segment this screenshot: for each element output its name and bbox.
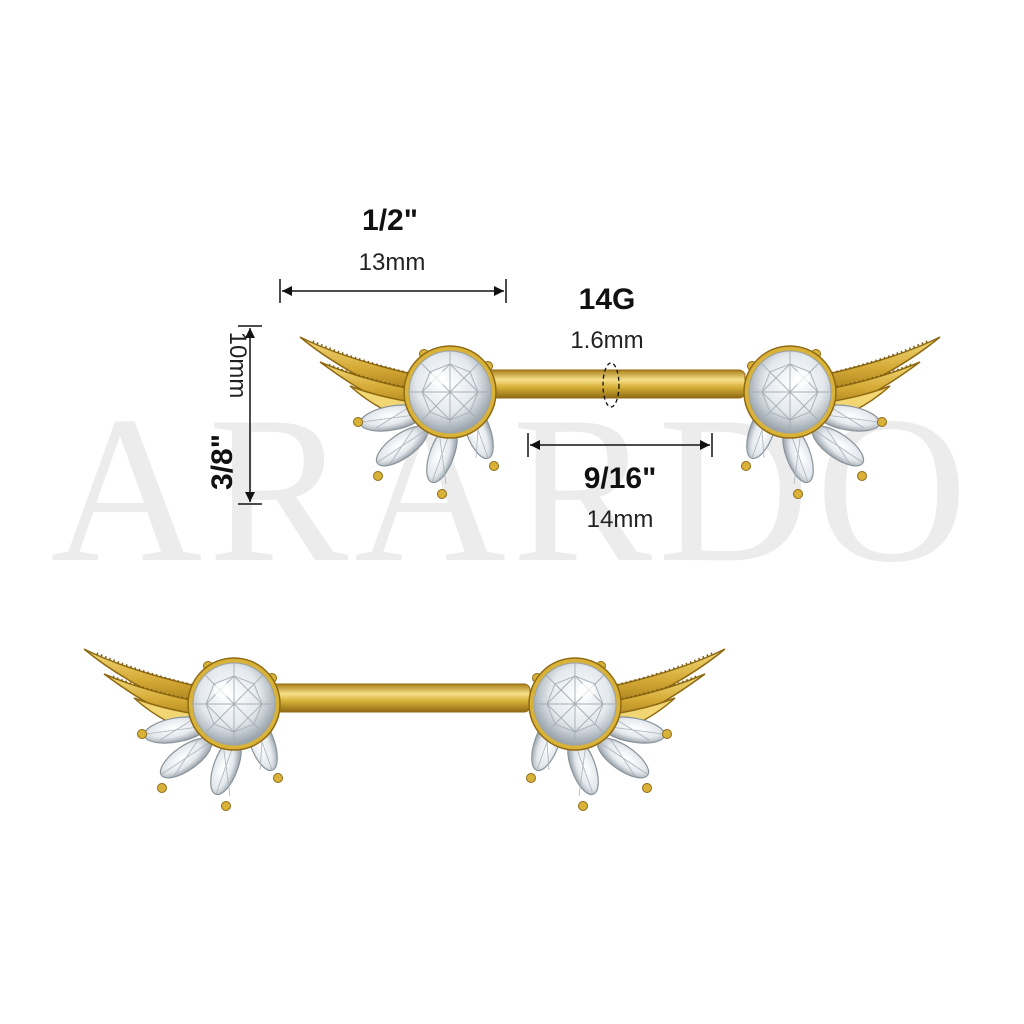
dimension-bar-length: 9/16" 14mm [527,433,713,533]
dimension-gauge: 14G 1.6mm [570,283,644,408]
bar-length-metric-label: 14mm [587,506,654,533]
length-imperial-label: 1/2" [362,204,418,237]
wing-bottom-right [524,648,726,812]
length-metric-label: 13mm [359,249,426,276]
gauge-metric-label: 1.6mm [570,327,643,354]
height-metric-label: 10mm [224,332,251,399]
wing-bottom-left [83,648,285,812]
barbell-top [299,336,941,500]
barbell-bottom [83,648,726,812]
dimension-height: 3/8" 10mm [206,325,262,505]
gauge-label: 14G [579,283,636,316]
barbell-bottom-bar [269,683,531,713]
bar-length-imperial-label: 9/16" [584,462,657,495]
height-imperial-label: 3/8" [206,434,239,490]
dimension-length: 1/2" 13mm [279,204,507,303]
barbell-top-bar [484,369,746,399]
